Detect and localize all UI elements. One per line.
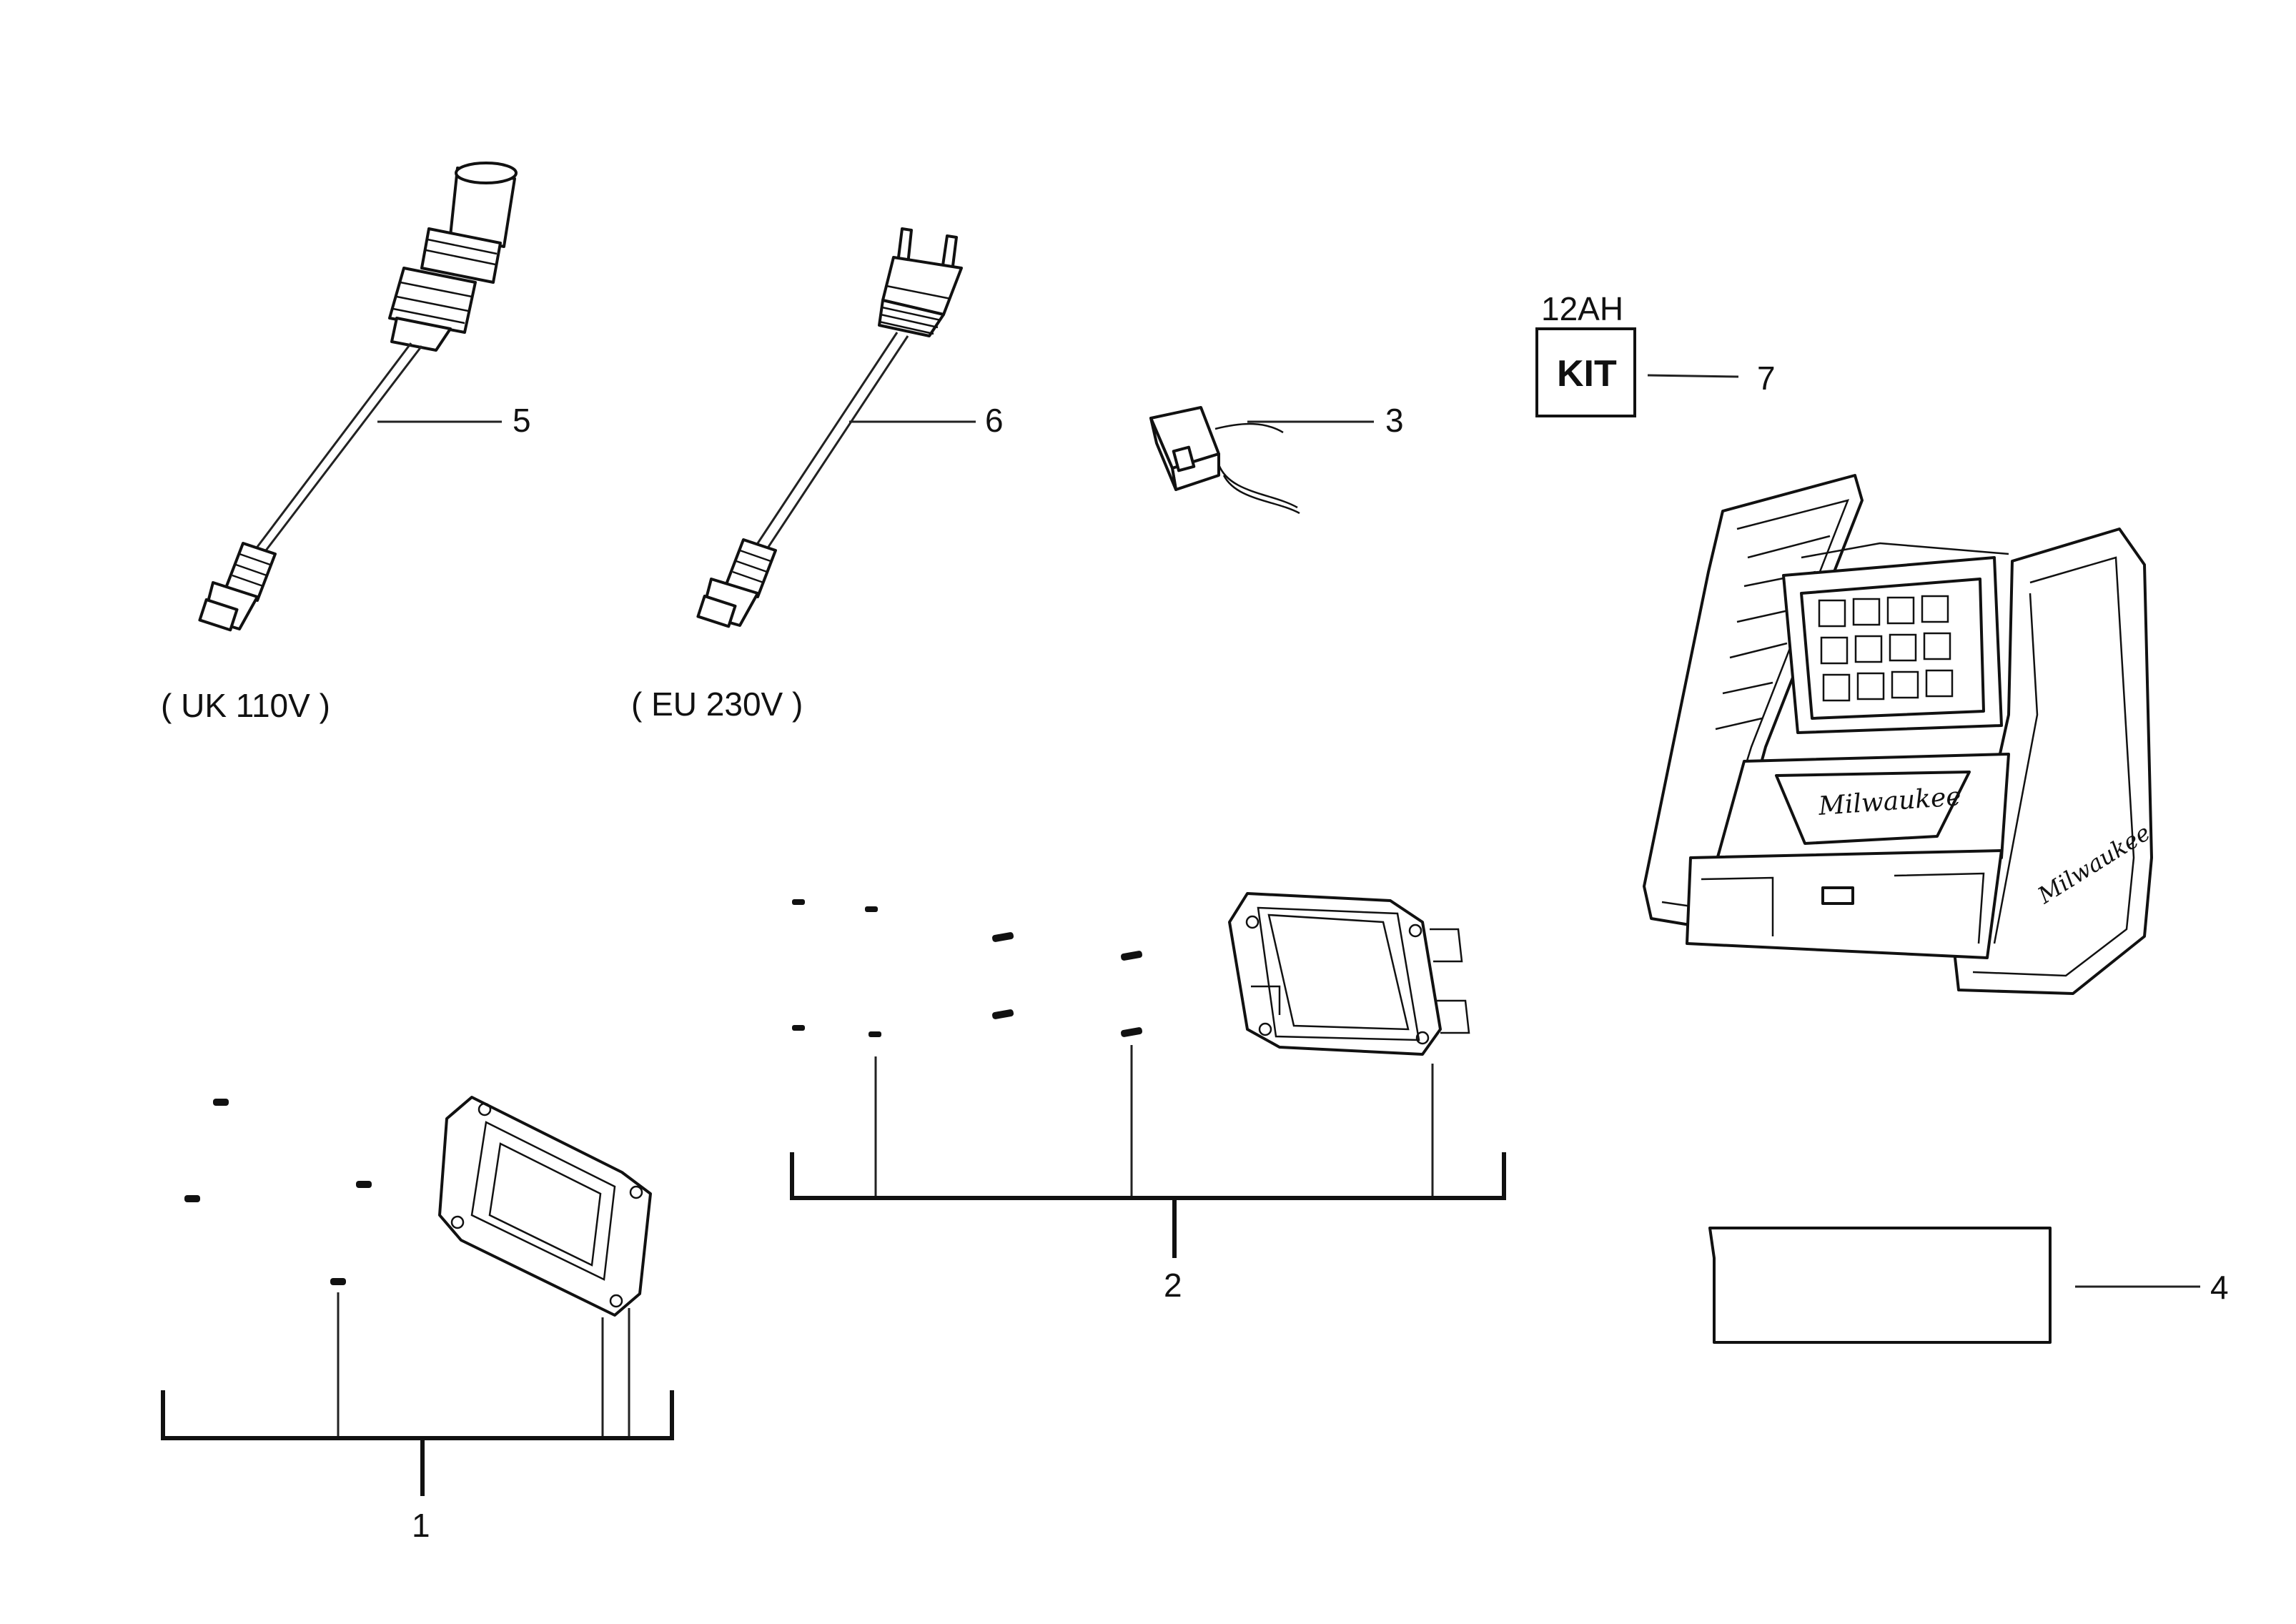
- callout-3: 3: [1385, 402, 1404, 439]
- kit-box: [1535, 327, 1636, 417]
- lens-frame-icon: [438, 1096, 652, 1317]
- screw-icon: [792, 899, 1143, 1037]
- mounting-frame-icon: [1228, 892, 1470, 1056]
- callout-1: 1: [412, 1507, 430, 1544]
- callout-5: 5: [513, 402, 531, 439]
- bracket-1: [161, 1292, 674, 1496]
- caption-eu: ( EU 230V ): [631, 685, 803, 723]
- callout-4: 4: [2210, 1269, 2229, 1306]
- eu-plug-cord-icon: [696, 227, 963, 628]
- callout-2: 2: [1164, 1267, 1182, 1304]
- connector-icon: [1149, 406, 1300, 515]
- leader-7: [1647, 374, 1739, 378]
- screw-icon-set-1: [184, 1099, 372, 1285]
- kit-box-label: KIT: [1557, 353, 1617, 395]
- bracket-2: [790, 1045, 1506, 1258]
- label-plate-icon: [1708, 1227, 2052, 1344]
- floodlight-icon: Milwaukee Milwaukee: [1643, 474, 2155, 995]
- callout-7: 7: [1757, 360, 1776, 397]
- callout-6: 6: [985, 402, 1004, 439]
- uk-plug-cord-icon: [198, 162, 518, 632]
- kit-battery-label: 12AH: [1541, 290, 1623, 327]
- caption-uk: ( UK 110V ): [161, 687, 330, 724]
